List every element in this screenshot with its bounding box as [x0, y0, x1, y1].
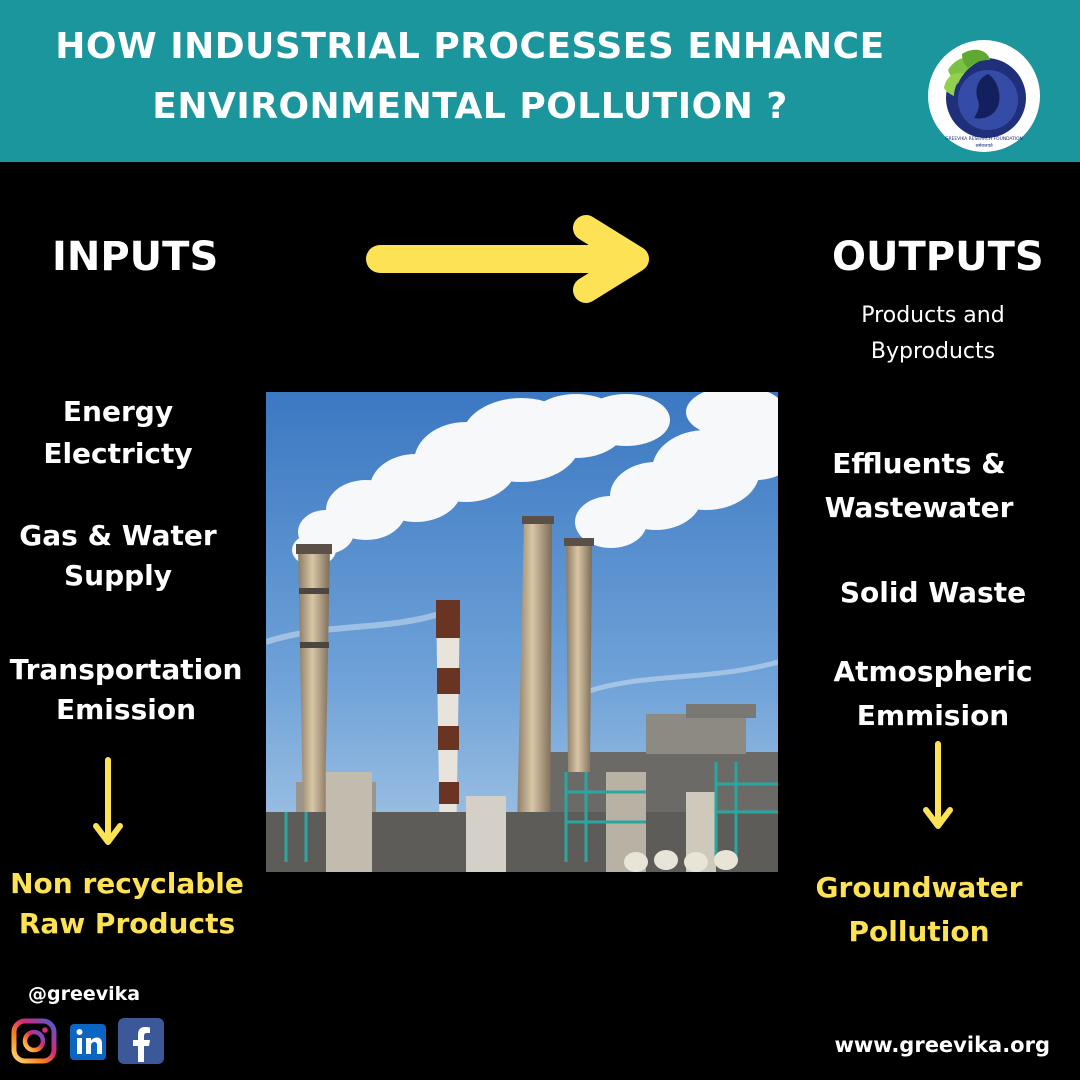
outputs-subheading: Products and Byproducts: [861, 303, 1005, 364]
output-item-atmospheric: Atmospheric Emmision: [833, 655, 1033, 732]
instagram-icon[interactable]: [11, 1018, 57, 1064]
outputs-heading: OUTPUTS: [832, 234, 1044, 280]
input-item-gas-water: Gas & Water Supply: [19, 519, 217, 592]
input-item-energy: Energy Electricty: [43, 395, 193, 470]
header-banner: HOW INDUSTRIAL PROCESSES ENHANCE ENVIRON…: [0, 0, 1080, 162]
output-item-effluents: Effluents & Wastewater: [824, 447, 1014, 524]
facebook-icon[interactable]: [118, 1018, 164, 1064]
linkedin-icon[interactable]: [66, 1018, 112, 1064]
website-link[interactable]: www.greevika.org: [834, 1033, 1050, 1057]
logo-ring-text: GREEVIKA RESEARCH FOUNDATION: [945, 136, 1023, 142]
page-title-line-2: ENVIRONMENTAL POLLUTION ?: [152, 86, 788, 127]
page-title-line-1: HOW INDUSTRIAL PROCESSES ENHANCE: [55, 26, 885, 67]
greevika-logo: GREEVIKA RESEARCH FOUNDATION श्रमेवजयते: [928, 40, 1040, 152]
inputs-result: Non recyclable Raw Products: [10, 867, 244, 940]
social-handle: @greevika: [28, 983, 141, 1005]
inputs-heading: INPUTS: [52, 234, 219, 280]
inputs-down-arrow: [93, 757, 123, 845]
outputs-result: Groundwater Pollution: [815, 871, 1023, 948]
industrial-plant-image: [266, 392, 778, 872]
logo-tagline: श्रमेवजयते: [975, 142, 993, 149]
inputs-to-outputs-arrow: [366, 215, 649, 303]
output-item-solid-waste: Solid Waste: [839, 576, 1027, 609]
outputs-down-arrow: [923, 741, 953, 829]
input-item-transportation: Transportation Emission: [9, 653, 243, 726]
